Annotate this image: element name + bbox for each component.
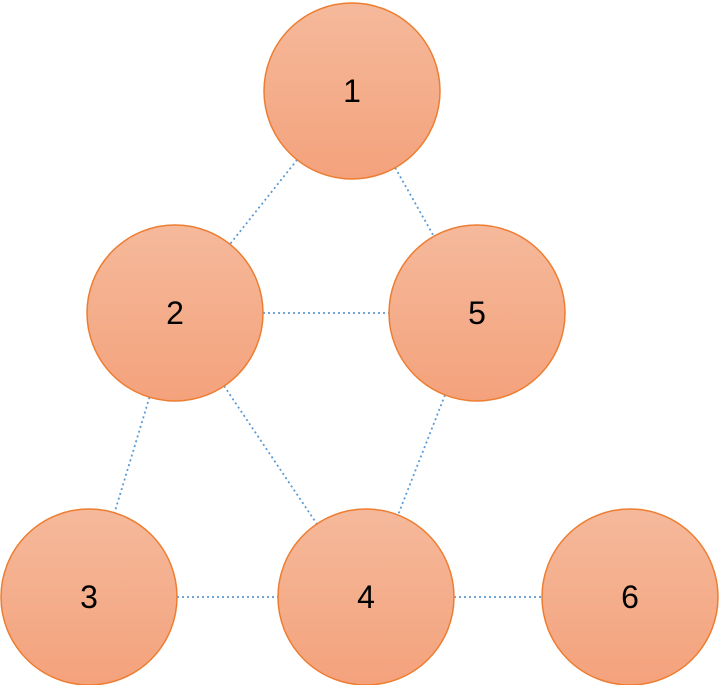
node-6-circle <box>541 508 719 685</box>
edge-2-4 <box>223 385 318 525</box>
edge-2-3 <box>113 396 151 514</box>
node-5-circle <box>388 224 566 402</box>
node-3: 3 <box>0 508 178 685</box>
node-2-label: 2 <box>166 295 184 331</box>
node-4-circle <box>277 508 455 685</box>
node-6-label: 6 <box>621 579 639 615</box>
node-4-label: 4 <box>357 579 375 615</box>
node-4: 4 <box>277 508 455 685</box>
node-3-label: 3 <box>80 579 98 615</box>
node-1: 1 <box>263 2 441 180</box>
edges-layer <box>113 159 542 598</box>
node-5: 5 <box>388 224 566 402</box>
node-2: 2 <box>86 224 264 402</box>
edge-1-2 <box>229 159 298 245</box>
edge-5-4 <box>397 394 446 516</box>
node-6: 6 <box>541 508 719 685</box>
edge-1-5 <box>394 167 435 237</box>
node-1-circle <box>263 2 441 180</box>
node-1-label: 1 <box>343 73 361 109</box>
node-5-label: 5 <box>468 295 486 331</box>
node-3-circle <box>0 508 178 685</box>
node-2-circle <box>86 224 264 402</box>
